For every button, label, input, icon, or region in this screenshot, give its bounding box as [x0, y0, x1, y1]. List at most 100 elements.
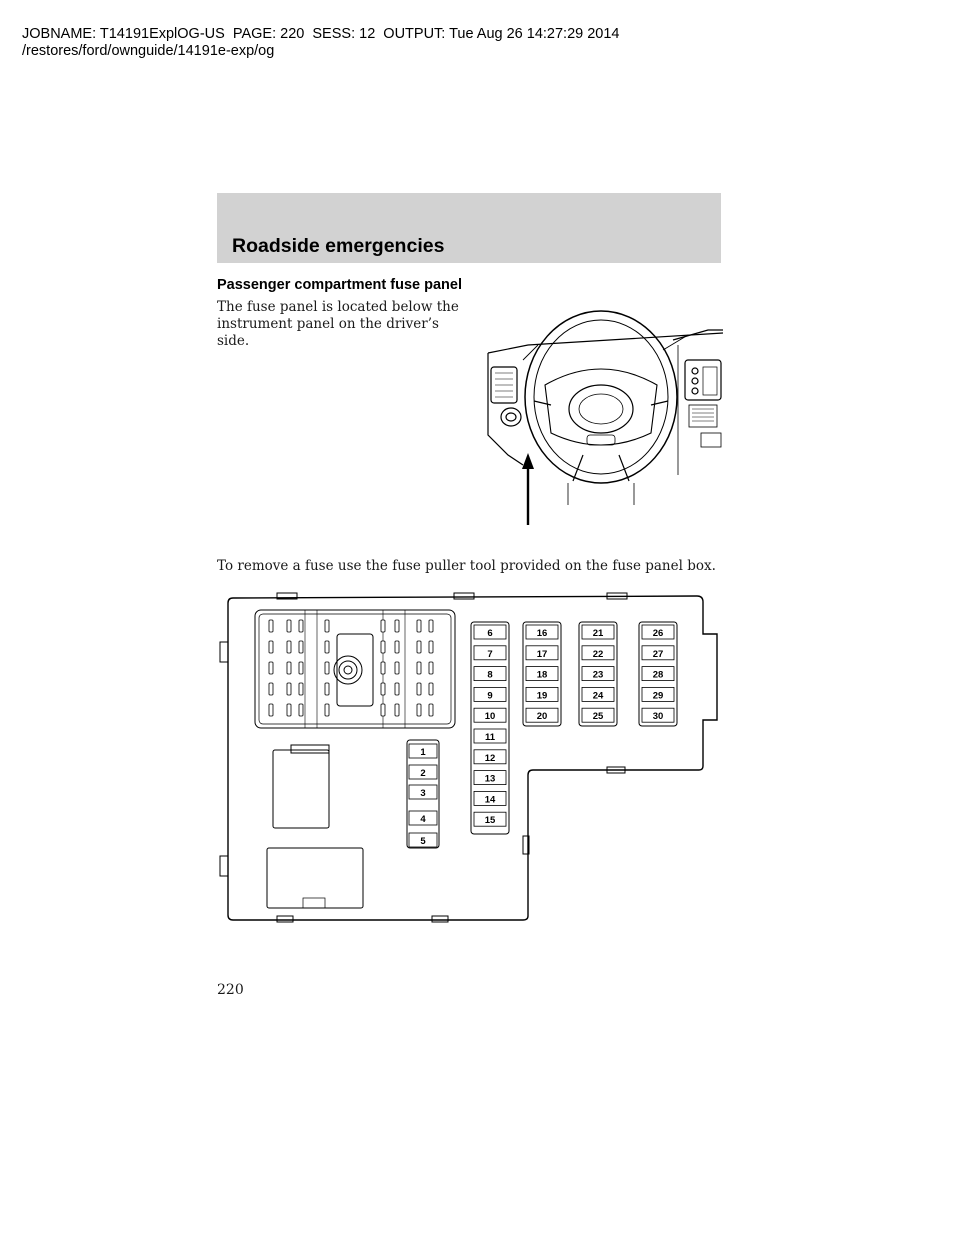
section-banner: Roadside emergencies	[217, 193, 721, 263]
relay-terminal-slot	[298, 619, 304, 633]
fuse-slot	[641, 624, 675, 640]
fuse-slot	[525, 645, 559, 661]
fuse-number-label: 30	[653, 711, 664, 722]
relay-terminal-slot	[286, 703, 292, 717]
fuse-slot	[581, 707, 615, 723]
relay-terminal-slot	[268, 682, 274, 696]
fuse-number-label: 11	[485, 732, 496, 743]
fuse-number-label: 23	[593, 670, 604, 681]
fuse-slot	[525, 687, 559, 702]
relay-terminal-slot	[324, 703, 330, 717]
relay-terminal-slot	[428, 619, 434, 633]
relay-terminal-slot	[324, 661, 330, 675]
relay-terminal-slot	[298, 682, 304, 696]
relay-terminal-slot	[286, 661, 292, 675]
fuse-number-label: 7	[487, 649, 492, 660]
fuse-number-label: 5	[420, 836, 426, 847]
path-line: /restores/ford/ownguide/14191e-exp/og	[22, 43, 275, 59]
fuse-slot	[641, 707, 675, 723]
location-paragraph: The fuse panel is located below the inst…	[217, 299, 459, 349]
relay-terminal-slot	[286, 682, 292, 696]
fuse-slot	[473, 790, 507, 806]
fuse-number-label: 17	[537, 649, 548, 660]
fuse-slot	[473, 728, 507, 744]
relay-terminal-slot	[428, 703, 434, 717]
job-header: JOBNAME: T14191ExplOG-US PAGE: 220 SESS:…	[22, 26, 620, 60]
relay-terminal-slot	[286, 619, 292, 633]
relay-terminal-slot	[298, 640, 304, 654]
relay-terminal-slot	[416, 661, 422, 675]
fuse-number-label: 1	[420, 747, 426, 758]
fuse-slot	[473, 687, 507, 702]
fuse-slot	[473, 666, 507, 681]
relay-terminal-slot	[428, 661, 434, 675]
relay-terminal-slot	[324, 619, 330, 633]
fuse-number-label: 25	[593, 711, 604, 722]
fuse-slot	[408, 764, 438, 780]
fuse-number-label: 19	[537, 690, 548, 701]
fuse-number-label: 16	[537, 628, 548, 639]
fuse-slot	[408, 810, 438, 826]
fuse-slot	[581, 687, 615, 702]
relay-terminal-slot	[268, 661, 274, 675]
relay-terminal-slot	[324, 640, 330, 654]
fuse-number-label: 8	[487, 670, 492, 681]
relay-terminal-slot	[268, 703, 274, 717]
fuse-number-label: 4	[420, 814, 426, 825]
fuse-slot	[525, 624, 559, 640]
removal-paragraph: To remove a fuse use the fuse puller too…	[217, 558, 716, 574]
fuse-slot	[408, 784, 438, 800]
relay-terminal-slot	[428, 682, 434, 696]
fuse-number-label: 22	[593, 649, 604, 660]
fuse-slot	[641, 687, 675, 702]
relay-terminal-slot	[394, 619, 400, 633]
fuse-number-label: 27	[653, 649, 664, 660]
fuse-number-label: 24	[593, 690, 604, 701]
relay-terminal-slot	[380, 640, 386, 654]
relay-terminal-slot	[416, 682, 422, 696]
fuse-number-label: 28	[653, 670, 664, 681]
relay-terminal-slot	[268, 619, 274, 633]
relay-terminal-slot	[394, 703, 400, 717]
section-title: Roadside emergencies	[232, 235, 445, 257]
page-number: 220	[217, 982, 244, 998]
relay-terminal-slot	[416, 640, 422, 654]
relay-terminal-slot	[416, 619, 422, 633]
fuse-slot	[525, 666, 559, 681]
fuse-slot	[408, 743, 438, 759]
fuse-number-label: 18	[537, 670, 548, 681]
fuse-slot	[581, 666, 615, 681]
relay-terminal-slot	[380, 619, 386, 633]
fuse-number-label: 2	[420, 768, 425, 779]
fuse-slot	[581, 645, 615, 661]
relay-terminal-slot	[394, 682, 400, 696]
fuse-number-label: 6	[487, 628, 492, 639]
relay-terminal-slot	[394, 640, 400, 654]
relay-terminal-slot	[416, 703, 422, 717]
relay-terminal-slot	[268, 640, 274, 654]
relay-terminal-slot	[380, 703, 386, 717]
fuse-number-label: 21	[593, 628, 604, 639]
relay-terminal-slot	[380, 682, 386, 696]
fuse-number-label: 29	[653, 690, 664, 701]
relay-terminal-slot	[324, 682, 330, 696]
fuse-slot	[473, 749, 507, 765]
fuse-number-label: 10	[485, 711, 496, 722]
fuse-number-label: 3	[420, 788, 425, 799]
dashboard-illustration	[487, 310, 723, 525]
relay-terminal-slot	[298, 661, 304, 675]
fuse-number-label: 20	[537, 711, 548, 722]
relay-terminal-slot	[298, 703, 304, 717]
fuse-slot	[473, 770, 507, 786]
fuse-panel-diagram: 6789101112131415161718192021222324252627…	[219, 592, 718, 923]
fuse-number-label: 12	[485, 753, 496, 764]
fuse-number-label: 14	[485, 794, 496, 805]
relay-terminal-slot	[286, 640, 292, 654]
fuse-number-label: 15	[485, 815, 496, 826]
fuse-slot	[473, 624, 507, 640]
fuse-slot	[641, 666, 675, 681]
jobname-line: JOBNAME: T14191ExplOG-US PAGE: 220 SESS:…	[22, 26, 620, 42]
fuse-slot	[641, 645, 675, 661]
fuse-slot	[473, 645, 507, 661]
relay-terminal-slot	[380, 661, 386, 675]
